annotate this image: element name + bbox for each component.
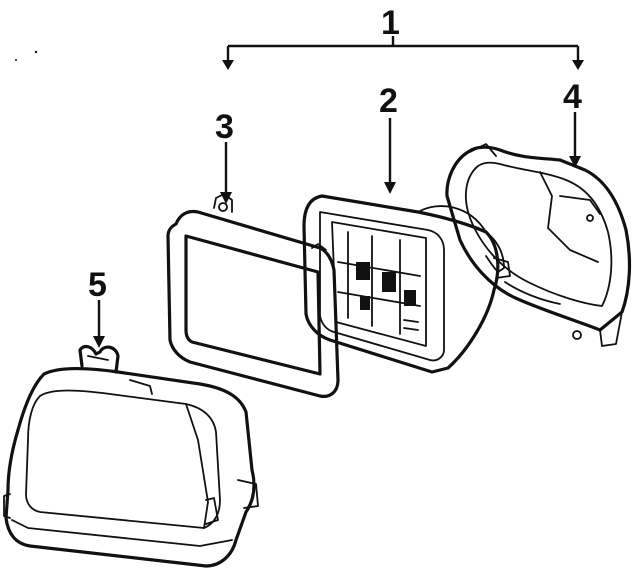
callout-3-label: 3: [215, 108, 234, 146]
callout-1-bracket: [226, 36, 580, 60]
callout-1-label: 1: [381, 4, 400, 42]
callout-5-label: 5: [88, 266, 107, 304]
scan-speck: [15, 59, 17, 61]
scan-speck: [34, 50, 38, 54]
arrow-1-left: [222, 60, 234, 70]
arrow-2: [384, 182, 396, 194]
arrow-1-right: [572, 60, 584, 70]
leader-lines: [93, 36, 584, 348]
arrow-5: [93, 336, 105, 348]
headlamp-bezel: [3, 344, 259, 568]
callout-numbers: 1 2 3 4 5: [88, 4, 582, 304]
retaining-ring: [166, 193, 340, 398]
arrow-4: [569, 156, 581, 168]
sealed-beam-lamp: [302, 194, 511, 374]
headlamp-housing: [445, 143, 632, 347]
callout-2-label: 2: [379, 82, 398, 120]
callout-4-label: 4: [563, 78, 582, 116]
